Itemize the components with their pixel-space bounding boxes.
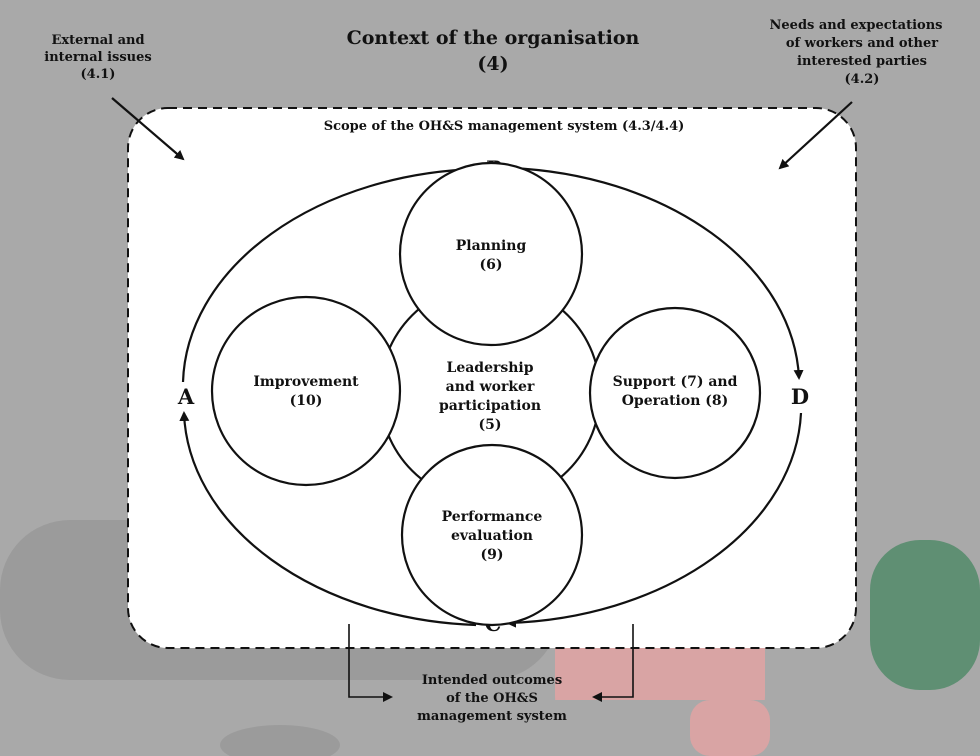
outcomes-left-connector: [348, 624, 393, 702]
watermark-blob: [220, 725, 340, 756]
outcomes-label-2: of the OH&S: [446, 691, 538, 706]
performance-evaluation-label-2: evaluation: [451, 528, 533, 544]
planning-circle: [398, 161, 584, 347]
outcomes-right-connector: [592, 624, 634, 702]
watermark-red-foot: [690, 700, 770, 756]
leadership-clause: (5): [479, 417, 502, 433]
external-issues-label-2: internal issues: [44, 50, 151, 65]
pdca-do-letter: D: [791, 384, 809, 409]
leadership-label-2: and worker: [446, 379, 535, 395]
planning-label: Planning: [456, 238, 527, 254]
external-issues-clause: (4.1): [81, 67, 116, 82]
improvement-clause: (10): [290, 393, 323, 409]
improvement-label: Improvement: [253, 374, 359, 390]
outcomes-label-3: management system: [417, 709, 567, 724]
interested-parties-label-2: of workers and other: [786, 36, 938, 51]
cycle-arrow-p-to-d: [509, 166, 804, 380]
leadership-label-3: participation: [439, 398, 541, 414]
planning-clause: (6): [480, 257, 503, 273]
cycle-arrow-c-to-a: [179, 411, 477, 627]
interested-parties-label-3: interested parties: [797, 54, 927, 69]
watermark-green-block: [870, 540, 980, 690]
external-issues-label: External and: [51, 33, 144, 48]
performance-evaluation-label: Performance: [442, 509, 543, 525]
interested-parties-arrow: [778, 101, 853, 170]
outcomes-label: Intended outcomes: [422, 673, 562, 688]
leadership-label: Leadership: [446, 360, 533, 376]
interested-parties-label: Needs and expectations: [770, 18, 943, 33]
scope-label: Scope of the OH&S management system (4.3…: [324, 119, 685, 134]
performance-evaluation-clause: (9): [481, 547, 504, 563]
diagram-title-clause: (4): [477, 53, 508, 75]
watermark-mid-band: [0, 700, 980, 756]
pdca-act-letter: A: [177, 384, 195, 409]
performance-evaluation-circle: [400, 443, 584, 627]
improvement-circle: [210, 295, 402, 487]
external-issues-arrow: [111, 97, 185, 161]
cycle-arrow-a-to-p: [181, 164, 480, 383]
support-operation-circle: [588, 306, 762, 480]
cycle-arrow-d-to-c: [506, 412, 803, 628]
support-operation-label-2: Operation (8): [622, 393, 729, 409]
diagram-title: Context of the organisation: [347, 27, 640, 49]
interested-parties-clause: (4.2): [845, 72, 880, 87]
support-operation-label: Support (7) and: [613, 374, 738, 390]
